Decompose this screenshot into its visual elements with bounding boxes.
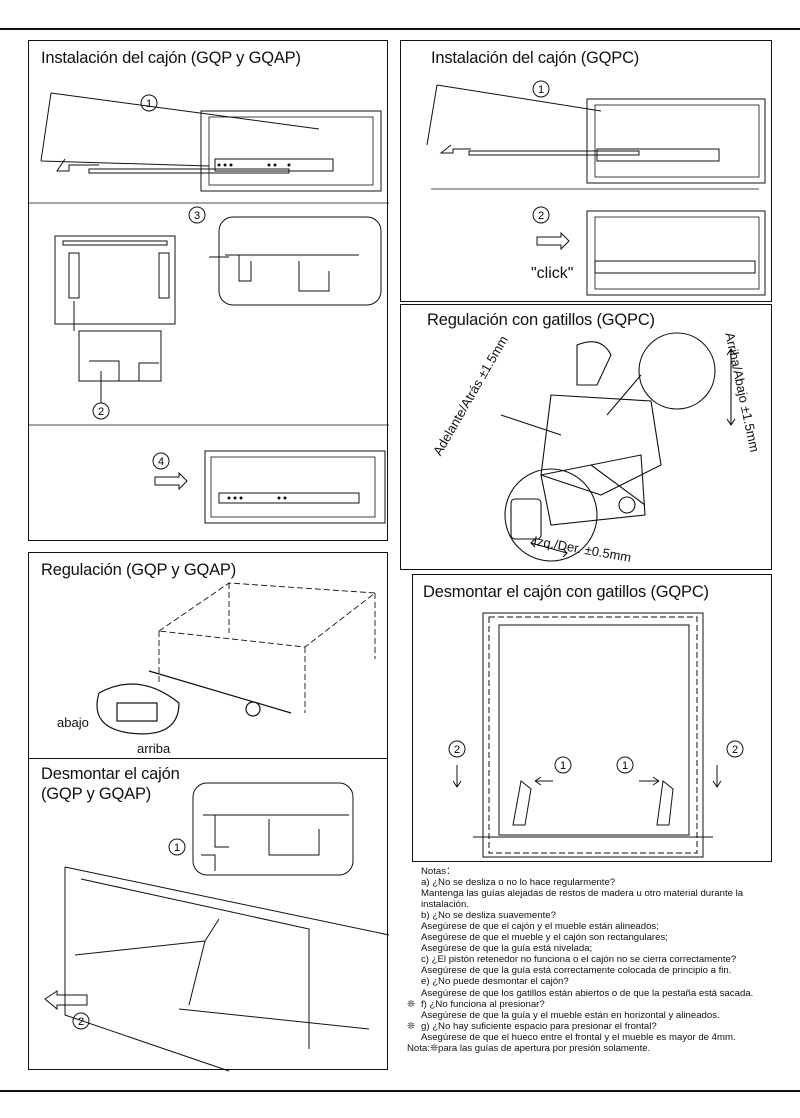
panel-title-line1: Desmontar el cajón xyxy=(41,765,180,783)
step-1: 1 xyxy=(622,760,628,772)
note-line: Asegúrese de que el hueco entre el front… xyxy=(421,1031,736,1043)
note-line: Asegúrese de que el cajón y el mueble es… xyxy=(421,921,659,933)
panel-title: Regulación con gatillos (GQPC) xyxy=(427,311,655,329)
note-line: Asegúrese de que la guía y el mueble est… xyxy=(421,1009,720,1021)
panel-title: Regulación (GQP y GQAP) xyxy=(41,561,237,579)
step-2: 2 xyxy=(78,1016,84,1028)
panel-install-gqp: Instalación del cajón (GQP y GQAP) xyxy=(28,40,389,541)
step-1: 1 xyxy=(538,84,544,96)
step-1: 1 xyxy=(174,842,180,854)
note-line-starred: ❊ f) ¿No funciona al presionar? xyxy=(407,999,753,1010)
note-line: Mantenga las guías alejadas de restos de… xyxy=(421,888,744,900)
step-2: 2 xyxy=(538,210,544,222)
note-line: Asegúrese de que la guía está nivelada; xyxy=(421,943,593,955)
note-line: g) ¿No hay suficiente espacio para presi… xyxy=(421,1020,657,1032)
panel-remove-gqpc: Desmontar el cajón con gatillos (GQPC) 1… xyxy=(412,574,772,862)
remove-gqp-illustration: 1 2 xyxy=(44,782,390,1072)
panel-regulation-gqp: Regulación (GQP y GQAP) abajo arriba xyxy=(28,552,388,760)
star-icon: ❊ xyxy=(407,998,416,1010)
step-2: 2 xyxy=(732,744,738,756)
regulation-gqpc-illustration xyxy=(500,332,736,562)
note-line: instalación. xyxy=(421,899,469,911)
nota-prefix: Nota: xyxy=(407,1042,430,1054)
notes-heading: Notas： xyxy=(421,866,456,877)
bottom-rule xyxy=(0,1090,800,1092)
panel-install-gqpc: Instalación del cajón (GQPC) 1 2 "click" xyxy=(400,40,772,302)
star-icon: ❊ xyxy=(429,1042,438,1054)
star-icon: ❊ xyxy=(407,1020,416,1032)
label-down: abajo xyxy=(57,715,89,730)
note-line: b) ¿No se desliza suavemente? xyxy=(421,910,556,922)
note-line: Asegúrese de que la guía está correctame… xyxy=(421,965,732,977)
install-gqpc-illustration: 1 2 xyxy=(426,80,766,296)
note-line-starred: ❊ g) ¿No hay suficiente espacio para pres… xyxy=(407,1021,753,1032)
top-rule xyxy=(0,28,800,30)
note-line: Asegúrese de que los gatillos están abie… xyxy=(421,987,754,999)
note-line: a) ¿No se desliza o no lo hace regularme… xyxy=(421,877,616,889)
note-line: para las guías de apertura por presión s… xyxy=(437,1042,651,1054)
panel-title: Desmontar el cajón con gatillos (GQPC) xyxy=(423,583,709,601)
click-label: "click" xyxy=(531,265,574,282)
notes-section: Notas： a) ¿No se desliza o no lo hace re… xyxy=(407,866,753,1054)
note-line: f) ¿No funciona al presionar? xyxy=(421,998,545,1010)
install-gqp-illustration: 1 3 2 4 xyxy=(29,92,389,524)
panel-regulation-gqpc: Regulación con gatillos (GQPC) Adelante/… xyxy=(400,304,772,570)
note-line: c) ¿El pistón retenedor no funciona o el… xyxy=(421,954,737,966)
step-3: 3 xyxy=(194,210,200,222)
step-1: 1 xyxy=(146,98,152,110)
step-1: 1 xyxy=(560,760,566,772)
note-line: Asegúrese de que el mueble y el cajón so… xyxy=(421,932,668,944)
panel-title: Instalación del cajón (GQPC) xyxy=(431,49,640,67)
panel-remove-gqp: Desmontar el cajón (GQP y GQAP) 1 2 xyxy=(28,758,390,1072)
panel-title-line2: (GQP y GQAP) xyxy=(41,785,152,803)
note-footer: Nota:❊para las guías de apertura por pre… xyxy=(407,1043,753,1054)
step-2: 2 xyxy=(454,744,460,756)
step-4: 4 xyxy=(158,456,164,468)
step-2: 2 xyxy=(98,406,104,418)
remove-gqpc-illustration: 1 1 2 2 xyxy=(448,612,744,858)
panel-title: Instalación del cajón (GQP y GQAP) xyxy=(41,49,301,67)
regulation-gqp-illustration xyxy=(96,582,377,735)
note-line: e) ¿No puede desmontar el cajón? xyxy=(421,976,569,988)
label-up: arriba xyxy=(137,741,171,756)
